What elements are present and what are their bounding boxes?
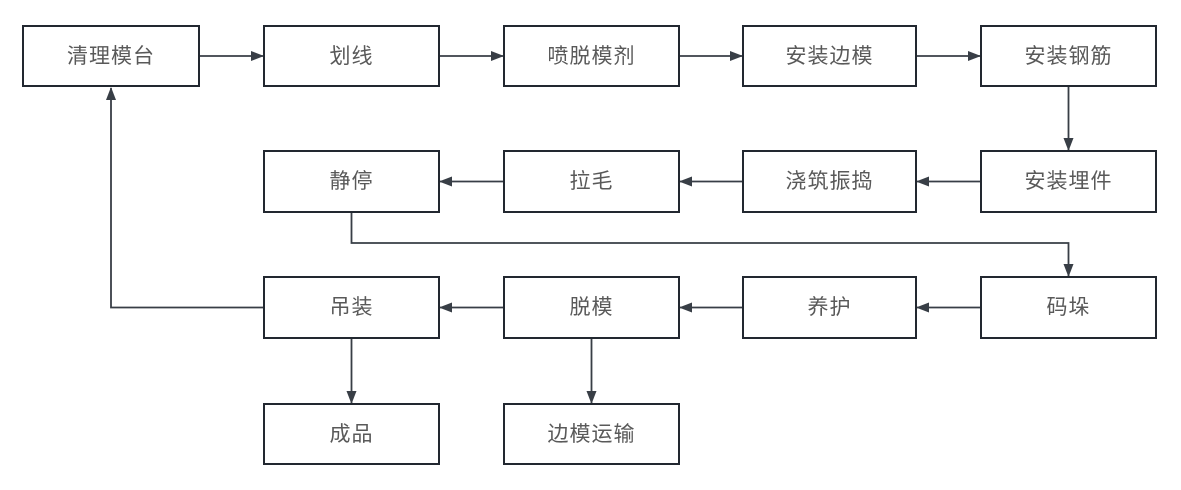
node-roughening: 拉毛 [503,150,680,213]
node-install-side-forms: 安装边模 [742,25,917,87]
node-install-rebar: 安装钢筋 [980,25,1157,87]
node-lifting: 吊装 [263,276,440,339]
node-stacking: 码垛 [980,276,1157,339]
edge-lifting-to-clean-platform-arrow [106,87,263,309]
node-resting: 静停 [263,150,440,213]
node-clean-platform: 清理模台 [22,25,200,87]
node-finished-product: 成品 [263,403,440,465]
node-side-form-transport: 边模运输 [503,403,680,465]
node-spray-release-agent: 喷脱模剂 [503,25,680,87]
node-pour-vibrate: 浇筑振捣 [742,150,917,213]
node-install-embeds: 安装埋件 [980,150,1157,213]
node-marking: 划线 [263,25,440,87]
node-demolding: 脱模 [503,276,680,339]
edge-resting-to-stacking-arrow [350,213,1074,277]
node-curing: 养护 [742,276,917,339]
